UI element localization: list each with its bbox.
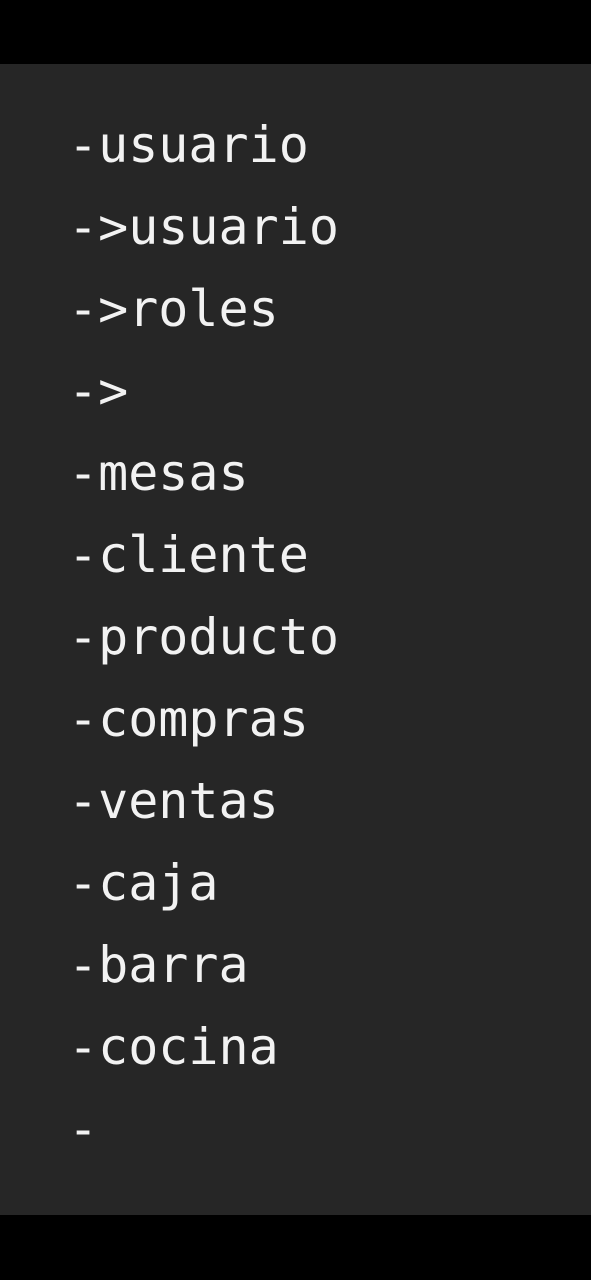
- text-line: -producto: [68, 608, 339, 666]
- text-line: -cocina: [68, 1018, 279, 1076]
- text-line: -barra: [68, 936, 249, 994]
- text-line: ->roles: [68, 280, 279, 338]
- text-line: -cliente: [68, 526, 309, 584]
- text-line: -caja: [68, 854, 219, 912]
- text-line: -compras: [68, 690, 309, 748]
- text-line: -mesas: [68, 444, 249, 502]
- text-line: -usuario: [68, 116, 309, 174]
- text-line: -: [68, 1100, 99, 1158]
- text-lines: -usuario ->usuario ->roles -> -mesas -cl…: [68, 104, 339, 1170]
- text-line: ->: [68, 362, 129, 420]
- text-line: -ventas: [68, 772, 279, 830]
- text-line: ->usuario: [68, 198, 339, 256]
- text-editor-panel[interactable]: -usuario ->usuario ->roles -> -mesas -cl…: [0, 64, 591, 1215]
